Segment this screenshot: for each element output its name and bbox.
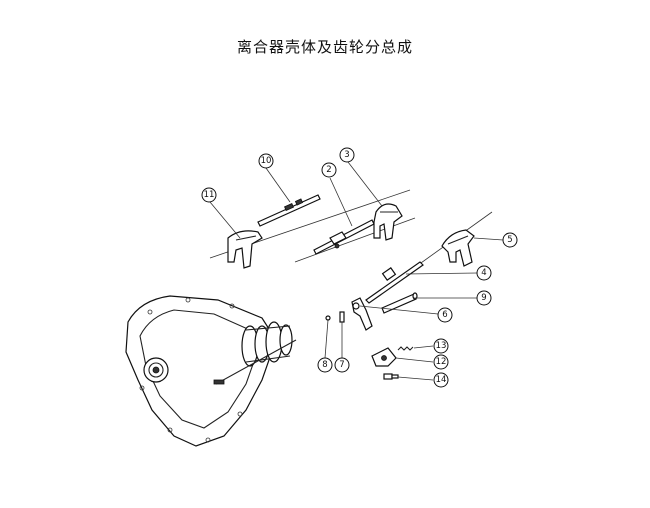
leader-lines [209, 161, 504, 381]
part-shift-fork-middle [373, 203, 403, 241]
part-shift-rail-upper [257, 194, 321, 227]
part-shift-rail-lower [365, 261, 424, 304]
svg-text:11: 11 [204, 190, 215, 200]
callout-14: 14 [433, 372, 449, 388]
callout-13: 13 [433, 338, 449, 354]
part-shift-rail-middle [313, 219, 375, 255]
part-bracket [371, 347, 397, 367]
gear-stack [213, 321, 297, 385]
svg-text:3: 3 [344, 150, 349, 160]
part-shift-fork-left [227, 230, 263, 269]
callout-10: 10 [258, 153, 274, 169]
rail-axis-middle [294, 217, 416, 263]
callout-3: 3 [339, 147, 355, 163]
callout-6: 6 [437, 307, 453, 323]
svg-text:6: 6 [442, 310, 447, 320]
svg-text:7: 7 [339, 360, 344, 370]
callout-12: 12 [433, 354, 449, 370]
part-shift-fork-right [441, 229, 475, 267]
svg-text:13: 13 [436, 341, 447, 351]
svg-text:4: 4 [481, 268, 486, 278]
callout-8: 8 [317, 357, 333, 373]
callout-9: 9 [476, 290, 492, 306]
part-spring [397, 346, 414, 351]
part-pin [339, 311, 345, 323]
svg-text:5: 5 [507, 235, 512, 245]
diagram-title: 离合器壳体及齿轮分总成 [236, 38, 413, 56]
svg-text:14: 14 [436, 375, 447, 385]
svg-text:8: 8 [322, 360, 327, 370]
svg-text:9: 9 [481, 293, 486, 303]
callout-11: 11 [201, 187, 217, 203]
svg-text:10: 10 [261, 156, 272, 166]
callout-5: 5 [502, 232, 518, 248]
callout-7: 7 [334, 357, 350, 373]
svg-text:12: 12 [436, 357, 447, 367]
callout-2: 2 [321, 162, 337, 178]
part-ball [325, 315, 331, 321]
part-rod [381, 292, 418, 314]
clutch-housing-assembly [125, 295, 297, 447]
part-shift-lever [351, 297, 373, 331]
svg-text:2: 2 [326, 165, 331, 175]
callout-4: 4 [476, 265, 492, 281]
part-bolt [383, 373, 399, 380]
